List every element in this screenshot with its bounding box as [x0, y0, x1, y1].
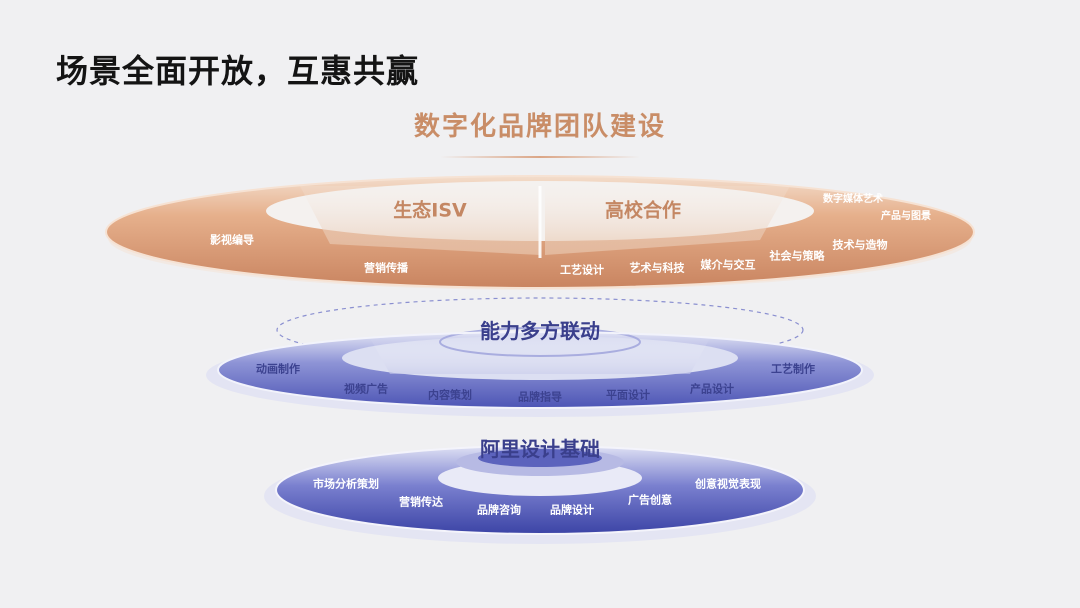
bottom-item-brand-consulting: 品牌咨询	[477, 503, 521, 517]
bottom-layer-title: 阿里设计基础	[480, 437, 600, 461]
top-item-media-and-interaction: 媒介与交互	[700, 258, 756, 272]
bottom-item-brand-design: 品牌设计	[550, 503, 594, 517]
top-layer-title: 数字化品牌团队建设	[413, 112, 666, 142]
middle-item-content-planning: 内容策划	[428, 388, 472, 402]
middle-item-brand-guidance: 品牌指导	[518, 390, 562, 404]
bottom-item-ad-creative: 广告创意	[628, 493, 672, 507]
segment-title-university: 高校合作	[604, 199, 682, 222]
middle-item-product-design: 产品设计	[690, 382, 734, 396]
top-item-society-and-strategy: 社会与策略	[769, 249, 825, 263]
top-layer-ring	[105, 175, 975, 290]
bottom-layer-ring	[264, 445, 816, 544]
top-item-product-and-scenery: 产品与图景	[881, 211, 931, 222]
middle-layer-title: 能力多方联动	[480, 319, 600, 343]
slide-title: 场景全面开放，互惠共赢	[56, 52, 420, 90]
middle-item-craft-production: 工艺制作	[771, 362, 815, 376]
top-item-digital-media-art: 数字媒体艺术	[823, 194, 883, 205]
top-title-underline	[440, 156, 640, 158]
top-item-art-and-technology: 艺术与科技	[629, 261, 685, 275]
middle-item-animation: 动画制作	[256, 362, 300, 376]
top-item-technology-and-making: 技术与造物	[832, 238, 888, 252]
middle-layer-ring	[206, 297, 874, 417]
middle-item-video-ads: 视频广告	[344, 382, 388, 396]
bottom-item-marketing-delivery: 营销传达	[399, 495, 443, 509]
bottom-item-creative-visual: 创意视觉表现	[695, 477, 761, 491]
top-item-marketing-communication: 营销传播	[364, 261, 408, 275]
middle-item-graphic-design: 平面设计	[606, 388, 650, 402]
bottom-item-market-analysis: 市场分析策划	[313, 477, 379, 491]
segment-title-ecosystem-isv: 生态ISV	[393, 199, 467, 222]
top-item-film-directing: 影视编导	[210, 233, 254, 247]
top-item-craft-design: 工艺设计	[560, 263, 604, 277]
